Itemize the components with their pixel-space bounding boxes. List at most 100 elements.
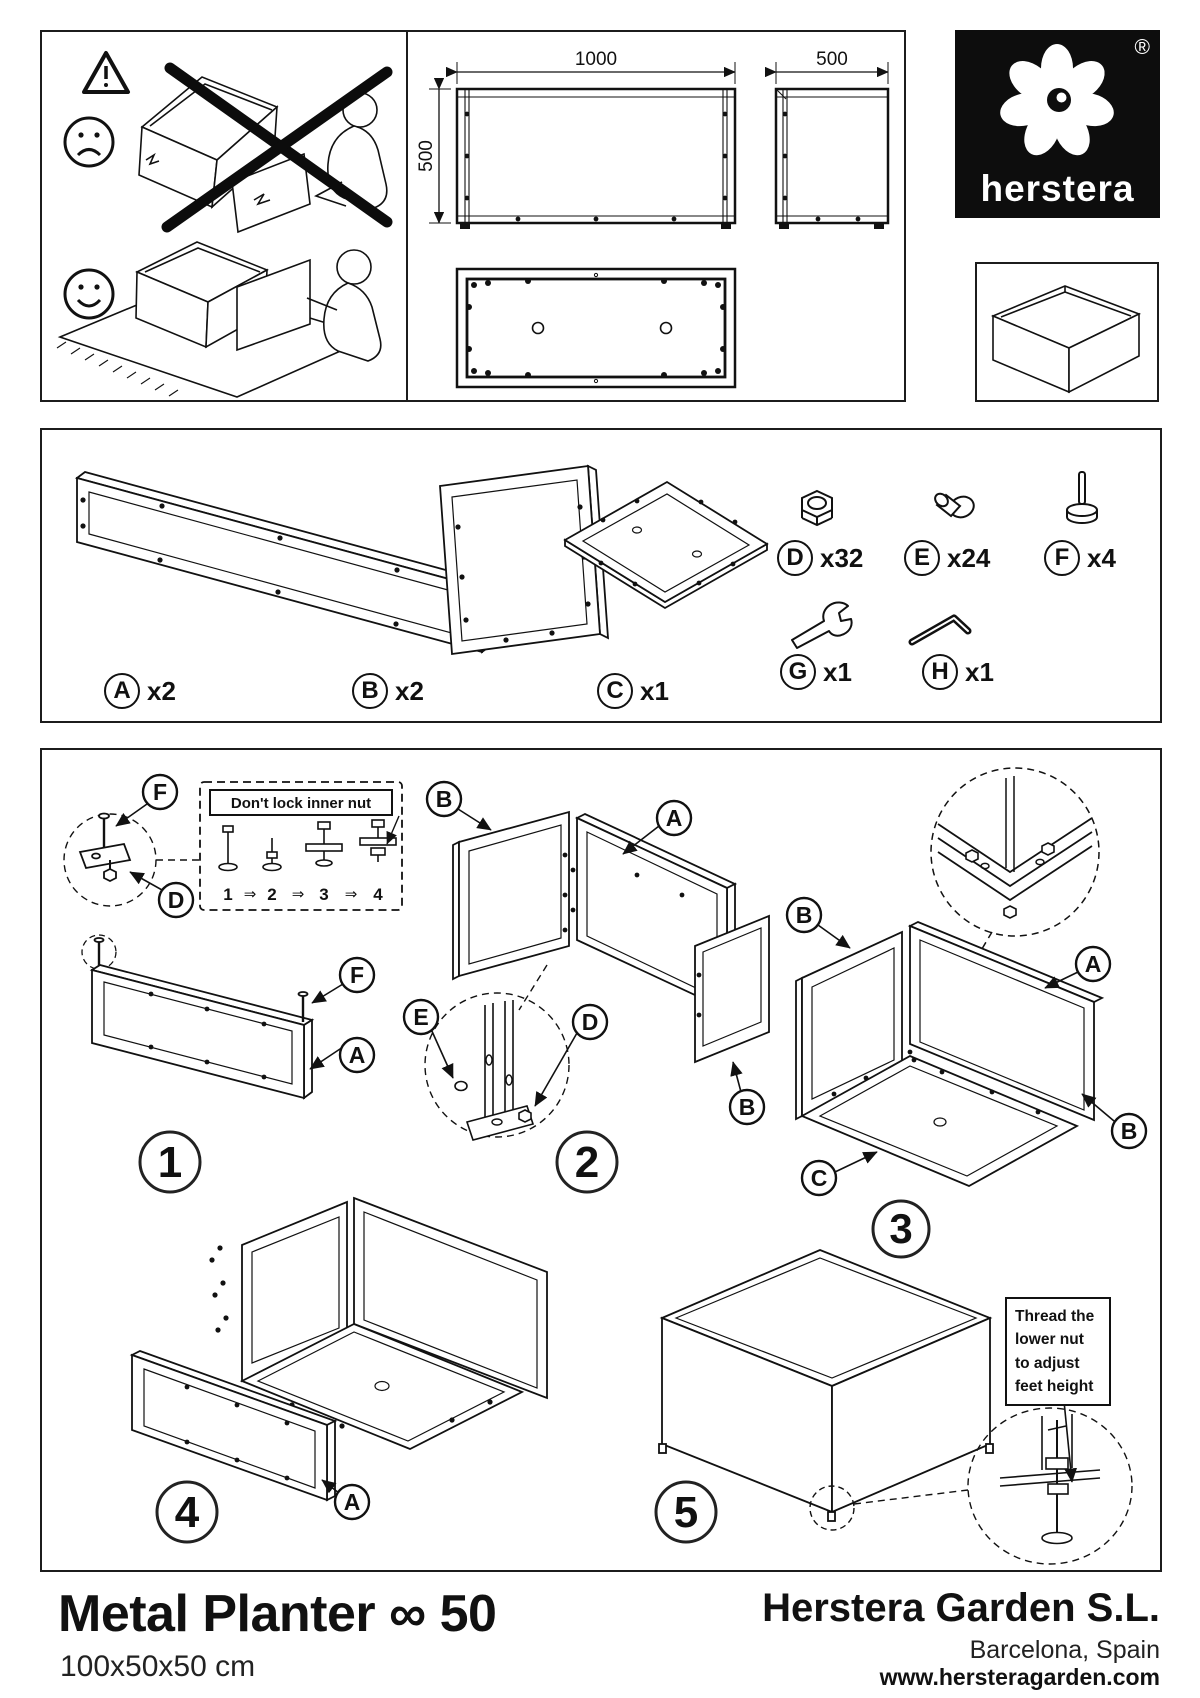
hex-nut-icon	[801, 489, 833, 527]
part-qty: x32	[820, 542, 864, 573]
inner-nut-sequence-drawings	[218, 815, 400, 872]
callout-f-top: F	[115, 773, 179, 827]
callout-b-right: B	[1081, 1093, 1148, 1150]
step-5-drawing: 5	[654, 1249, 1133, 1565]
svg-text:A: A	[666, 805, 683, 831]
svg-text:A: A	[349, 1042, 366, 1068]
front-height-dimension: 500	[416, 77, 451, 224]
svg-text:F: F	[153, 779, 167, 805]
step-number-3: 3	[871, 1199, 931, 1259]
inner-nut-sequence: 1 ⇒ 2 ⇒ 3 ⇒ 4	[223, 885, 383, 904]
callout-b-bottom: B	[728, 1061, 766, 1126]
callout-b-top: B	[425, 780, 492, 831]
svg-text:F: F	[350, 962, 364, 988]
feet-note-line: to adjust	[1015, 1354, 1080, 1372]
part-letter-badge: B	[352, 673, 388, 709]
panel-a-with-feet	[81, 934, 315, 1100]
svg-text:B: B	[1121, 1118, 1138, 1144]
part-qty: x24	[947, 542, 991, 573]
herstera-flower-logo	[1000, 44, 1114, 156]
svg-text:B: B	[436, 786, 453, 812]
leaning-panel-a	[129, 1350, 338, 1502]
front-height-label: 500	[416, 140, 437, 172]
cross-mark	[161, 62, 393, 233]
svg-text:D: D	[168, 887, 185, 913]
svg-text:2: 2	[267, 885, 276, 904]
svg-text:3: 3	[319, 885, 328, 904]
part-letter-badge: E	[904, 540, 940, 576]
callout-a: A	[309, 1036, 376, 1074]
inner-nut-note-box: Don't lock inner nut 1 ⇒ 2 ⇒ 3 ⇒ 4	[199, 781, 403, 911]
feet-note-line: lower nut	[1015, 1331, 1084, 1349]
feet-note-line: Thread the	[1015, 1308, 1095, 1325]
part-qty: x1	[640, 675, 669, 706]
feet-note-line: feet height	[1015, 1377, 1094, 1395]
svg-text:4: 4	[175, 1488, 200, 1537]
product-title: Metal Planter ∞ 50	[58, 1585, 497, 1643]
callout-d: D	[129, 871, 195, 919]
part-letter-badge: C	[597, 673, 633, 709]
dimension-drawings: 1000 500 500	[416, 49, 890, 389]
product-thumbnail-panel	[975, 262, 1159, 402]
part-letter-badge: F	[1044, 540, 1080, 576]
svg-text:1: 1	[223, 885, 232, 904]
part-f-label: F x4	[1044, 540, 1116, 576]
part-b-drawing	[439, 464, 610, 656]
part-h-label: H x1	[922, 654, 994, 690]
svg-text:B: B	[739, 1094, 756, 1120]
step-number-5: 5	[654, 1480, 718, 1544]
part-qty: x2	[147, 675, 176, 706]
step-1-drawing: F D Don't lock inner nut 1 ⇒ 2 ⇒ 3	[63, 773, 403, 1194]
svg-text:⇒: ⇒	[244, 886, 257, 903]
svg-text:5: 5	[674, 1488, 698, 1537]
bolt-icon	[934, 492, 975, 519]
step-number-2: 2	[555, 1130, 619, 1194]
company-name: Herstera Garden S.L.	[762, 1586, 1160, 1630]
part-c-drawing	[563, 480, 769, 610]
wrench-icon	[791, 601, 853, 649]
part-c-label: C x1	[597, 673, 669, 709]
part-qty: x2	[395, 675, 424, 706]
callout-f-right: F	[311, 956, 376, 1004]
product-drawing	[990, 285, 1142, 394]
step-2-drawing: B A E D B 2	[402, 780, 770, 1194]
part-qty: x1	[823, 656, 852, 687]
svg-text:C: C	[811, 1165, 828, 1191]
warning-triangle-icon	[82, 51, 130, 94]
company-location: Barcelona, Spain	[969, 1636, 1160, 1664]
correct-assembly-figure	[56, 241, 382, 398]
inner-nut-note-title: Don't lock inner nut	[231, 795, 371, 812]
svg-text:⇒: ⇒	[292, 886, 305, 903]
top-view-drawing	[455, 267, 737, 389]
part-g-label: G x1	[780, 654, 852, 690]
callout-a: A	[321, 1479, 371, 1521]
svg-text:B: B	[796, 902, 813, 928]
side-view-drawing	[774, 87, 890, 229]
parts-panel: A x2 B x2	[40, 428, 1162, 723]
adjustable-foot-icon	[1066, 471, 1098, 524]
sad-face-icon	[63, 116, 115, 168]
callout-a: A	[1044, 945, 1112, 989]
brand-logo-panel: ® herstera	[955, 30, 1160, 218]
assembly-panel: F D Don't lock inner nut 1 ⇒ 2 ⇒ 3	[40, 748, 1162, 1572]
part-qty: x4	[1087, 542, 1116, 573]
svg-text:E: E	[413, 1004, 428, 1030]
step-4-drawing: A 4	[129, 1196, 548, 1544]
part-qty: x1	[965, 656, 994, 687]
part-b-label: B x2	[352, 673, 424, 709]
callout-e: E	[402, 998, 454, 1079]
part-d-label: D x32	[777, 540, 863, 576]
svg-text:A: A	[1085, 951, 1102, 977]
part-a-label: A x2	[104, 673, 176, 709]
part-letter-badge: A	[104, 673, 140, 709]
svg-text:1: 1	[158, 1138, 182, 1187]
step-number-1: 1	[138, 1130, 202, 1194]
svg-text:3: 3	[889, 1205, 912, 1252]
part-letter-badge: H	[922, 654, 958, 690]
part-letter-badge: G	[780, 654, 816, 690]
front-width-dimension: 1000	[445, 49, 736, 84]
dimensions-panel: 1000 500 500	[406, 30, 906, 402]
callout-a: A	[622, 799, 693, 855]
callout-c: C	[800, 1151, 878, 1197]
